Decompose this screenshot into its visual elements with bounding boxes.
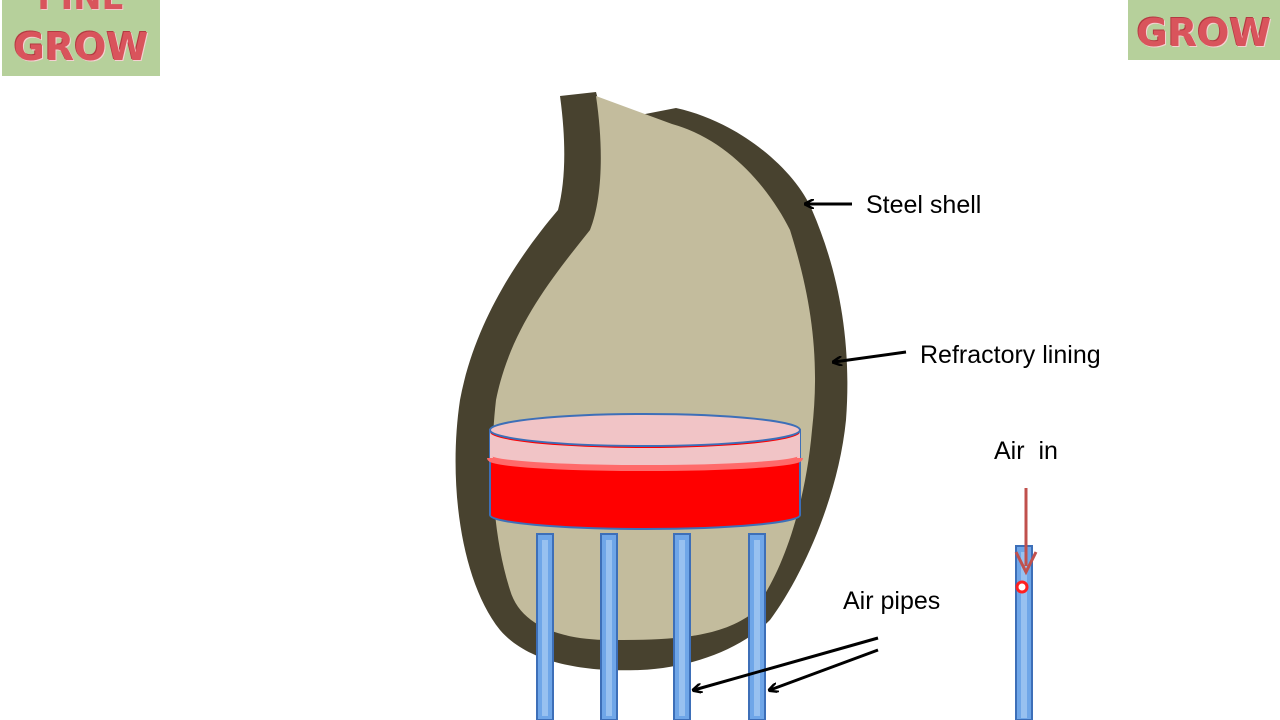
air-pipes bbox=[536, 533, 766, 720]
air-in-label: Air in bbox=[994, 437, 1058, 465]
air-pipes-arrow-1 bbox=[694, 636, 879, 690]
air-inlet-pipe bbox=[1015, 545, 1033, 720]
logo-right-text: GROW bbox=[1136, 11, 1272, 55]
cursor-indicator bbox=[1015, 580, 1029, 594]
molten-metal bbox=[487, 413, 803, 530]
refractory-lining-label: Refractory lining bbox=[920, 341, 1101, 369]
steel-shell-label: Steel shell bbox=[866, 191, 981, 219]
air-in-arrowhead bbox=[1014, 551, 1038, 576]
logo-left-text: GROW bbox=[13, 25, 149, 69]
logo-right: GROW bbox=[1128, 0, 1280, 60]
logo-left-top-text: FINE bbox=[2, 0, 160, 18]
air-pipes-arrow-2 bbox=[770, 648, 879, 690]
air-pipes-label: Air pipes bbox=[843, 587, 940, 615]
logo-left: FINE GROW bbox=[2, 0, 160, 76]
refractory-lining-arrow bbox=[834, 350, 907, 362]
